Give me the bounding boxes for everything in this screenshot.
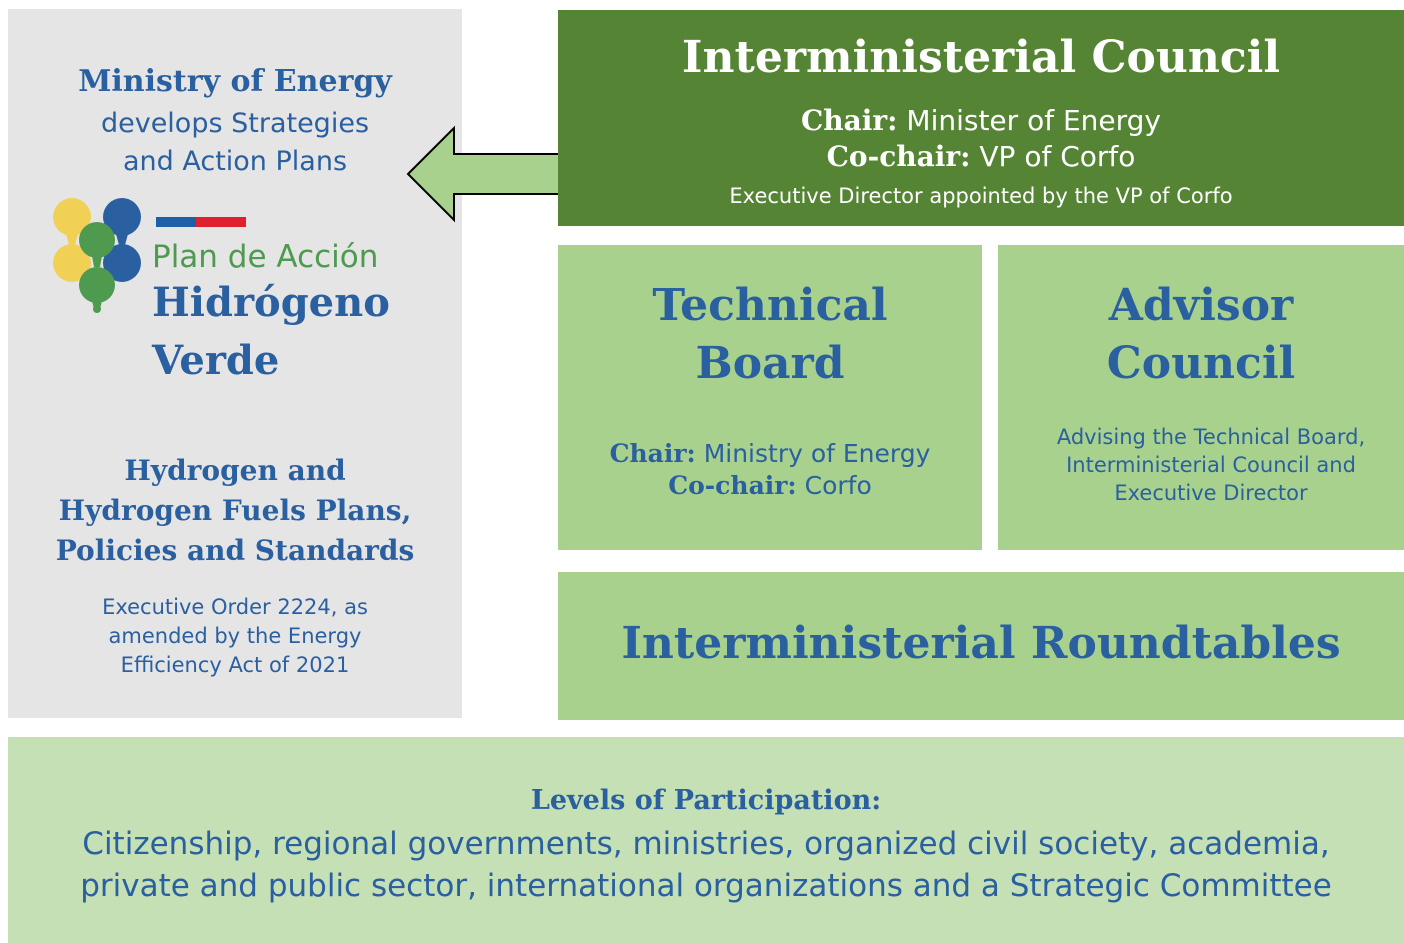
advisor-desc-line1: Advising the Technical Board, <box>1056 425 1366 449</box>
exec-order-line3: Efficiency Act of 2021 <box>120 653 350 677</box>
council-cochair-label: Co-chair: <box>826 140 971 173</box>
technical-board-cochair-line: Co-chair: Corfo <box>558 471 982 500</box>
hydrogen-plan-logo: Plan de Acción Hidrógeno Verde <box>52 197 432 387</box>
participation-text: Citizenship, regional governments, minis… <box>8 823 1404 907</box>
advisor-council-description: Advising the Technical Board, Interminis… <box>1028 423 1394 507</box>
technical-board-cochair-value: Corfo <box>804 471 872 500</box>
participation-panel: Levels of Participation: Citizenship, re… <box>8 737 1404 943</box>
council-cochair-line: Co-chair: VP of Corfo <box>558 140 1404 173</box>
technical-board-chair-label: Chair: <box>609 439 696 468</box>
participation-line2: private and public sector, international… <box>80 868 1332 904</box>
advisor-council-title: Advisor Council <box>998 277 1404 393</box>
ministry-subtitle: develops Strategies and Action Plans <box>8 105 462 181</box>
advisor-council-title-line2: Council <box>1106 338 1296 389</box>
advisor-desc-line2: Interministerial Council and <box>1066 453 1356 477</box>
exec-order-line2: amended by the Energy <box>108 624 362 648</box>
flag-stripe-red <box>196 217 246 227</box>
technical-board-title-line2: Board <box>695 338 845 389</box>
council-exec-director: Executive Director appointed by the VP o… <box>729 184 1233 208</box>
council-cochair-value: VP of Corfo <box>979 140 1136 173</box>
exec-order-line1: Executive Order 2224, as <box>102 595 368 619</box>
technical-board-panel: Technical Board Chair: Ministry of Energ… <box>558 245 982 550</box>
plans-title-line3: Policies and Standards <box>55 534 415 567</box>
roundtables-panel: Interministerial Roundtables <box>558 572 1404 720</box>
council-title: Interministerial Council <box>681 32 1281 83</box>
logo-text-hidrogeno: Hidrógeno <box>152 279 390 326</box>
technical-board-chair-value: Ministry of Energy <box>703 439 931 468</box>
executive-order-note: Executive Order 2224, as amended by the … <box>78 593 392 680</box>
plans-title-line1: Hydrogen and <box>124 454 346 487</box>
logo-text-verde: Verde <box>152 337 280 384</box>
council-chair-label: Chair: <box>800 104 898 137</box>
advisor-desc-line3: Executive Director <box>1114 481 1308 505</box>
roundtables-title: Interministerial Roundtables <box>621 618 1341 669</box>
ministry-subtitle-line1: develops Strategies <box>100 108 370 139</box>
plans-title-line2: Hydrogen Fuels Plans, <box>58 494 412 527</box>
technical-board-chair-line: Chair: Ministry of Energy <box>558 439 982 468</box>
council-chair-value: Minister of Energy <box>906 104 1161 137</box>
hydrogen-drops-logo-icon <box>53 198 141 313</box>
participation-line1: Citizenship, regional governments, minis… <box>82 826 1330 862</box>
ministry-subtitle-line2: and Action Plans <box>122 146 348 177</box>
logo-text-plan: Plan de Acción <box>152 239 379 275</box>
ministry-panel: Ministry of Energy develops Strategies a… <box>8 9 462 718</box>
technical-board-title: Technical Board <box>558 277 982 393</box>
technical-board-cochair-label: Co-chair: <box>668 471 797 500</box>
participation-title: Levels of Participation: <box>530 785 882 816</box>
council-chair-line: Chair: Minister of Energy <box>558 104 1404 137</box>
technical-board-title-line1: Technical <box>652 280 888 331</box>
ministry-title: Ministry of Energy <box>78 64 392 99</box>
plans-title: Hydrogen and Hydrogen Fuels Plans, Polic… <box>8 451 462 571</box>
interministerial-council-panel: Interministerial Council Chair: Minister… <box>558 10 1404 226</box>
advisor-council-panel: Advisor Council Advising the Technical B… <box>998 245 1404 550</box>
flag-stripe-blue <box>156 217 196 227</box>
advisor-council-title-line1: Advisor <box>1108 280 1294 331</box>
